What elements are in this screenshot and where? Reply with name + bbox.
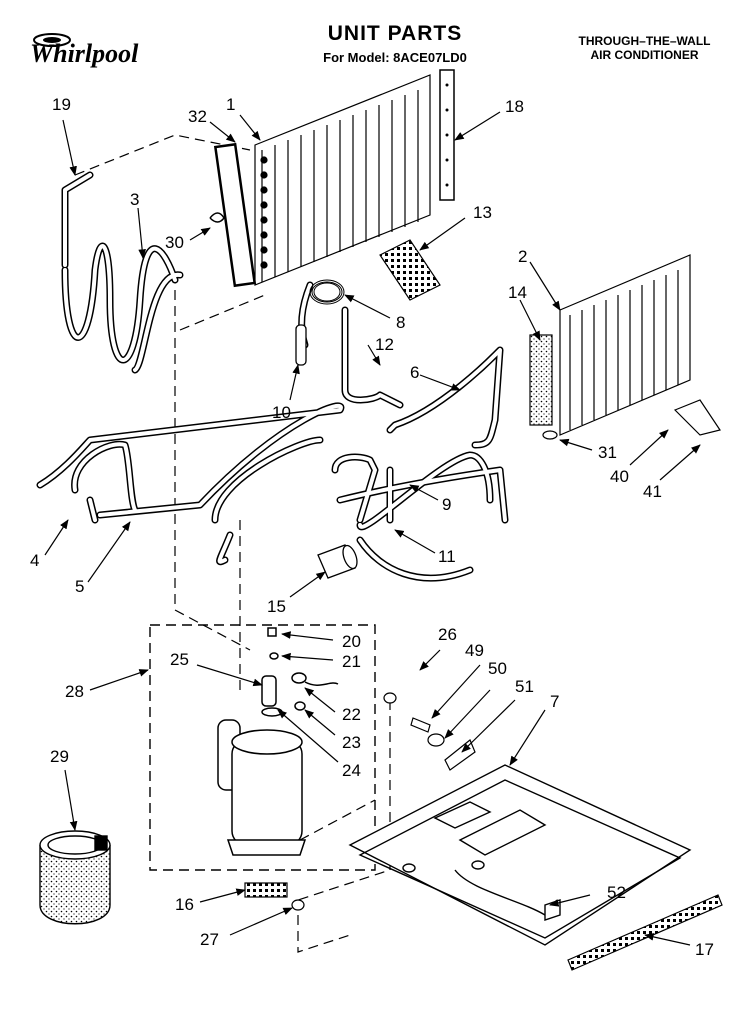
- seal-roll: [39, 830, 111, 925]
- capillary-tube: [309, 279, 345, 305]
- model-subtitle: For Model: 8ACE07LD0: [323, 50, 467, 65]
- compressor: [217, 627, 339, 856]
- callout-25: 25: [170, 650, 189, 669]
- compressor-assembly-box: [149, 624, 376, 871]
- callout-4: 4: [30, 551, 39, 570]
- callout-24: 24: [342, 761, 361, 780]
- callout-11: 11: [438, 547, 456, 566]
- callout-1: 1: [226, 95, 235, 114]
- callout-13: 13: [473, 203, 492, 222]
- clip-part-30: [209, 212, 225, 223]
- callout-52: 52: [607, 883, 626, 902]
- callout-41: 41: [643, 482, 662, 501]
- callout-32: 32: [188, 107, 207, 126]
- evaporator-coil: [559, 254, 691, 436]
- product-type-line-2: AIR CONDITIONER: [590, 48, 699, 62]
- coil-gasket: [213, 142, 257, 288]
- callout-30: 30: [165, 233, 184, 252]
- drain-parts: [410, 717, 476, 771]
- bracket-holes: [445, 83, 449, 187]
- logo-swoosh-icon: Whirlpool: [30, 33, 139, 68]
- callout-18: 18: [505, 97, 524, 116]
- product-type-line-1: THROUGH–THE–WALL: [578, 34, 711, 48]
- callout-50: 50: [488, 659, 507, 678]
- callout-51: 51: [515, 677, 534, 696]
- drain-screen: [379, 239, 441, 301]
- assembly-dashed-lines: [74, 134, 391, 953]
- callout-14: 14: [508, 283, 527, 302]
- callout-49: 49: [465, 641, 484, 660]
- callout-26: 26: [438, 625, 457, 644]
- callout-6: 6: [410, 363, 419, 382]
- page-title: UNIT PARTS: [327, 22, 463, 45]
- callout-21: 21: [342, 652, 361, 671]
- callout-16: 16: [175, 895, 194, 914]
- compressor-pad: [244, 882, 288, 898]
- callout-12: 12: [375, 335, 394, 354]
- condenser-coil: [254, 74, 431, 286]
- callout-2: 2: [518, 247, 527, 266]
- product-type: THROUGH–THE–WALL AIR CONDITIONER: [552, 34, 737, 62]
- grommet-26: [383, 692, 397, 704]
- callout-9: 9: [442, 495, 451, 514]
- cap-part-31: [542, 430, 558, 440]
- callout-15: 15: [267, 597, 286, 616]
- callout-3: 3: [130, 190, 139, 209]
- callout-8: 8: [396, 313, 405, 332]
- callout-19: 19: [52, 95, 71, 114]
- whirlpool-logo: Whirlpool: [30, 28, 165, 75]
- callout-5: 5: [75, 577, 84, 596]
- callout-23: 23: [342, 733, 361, 752]
- callout-31: 31: [598, 443, 617, 462]
- grommet-27: [291, 899, 305, 911]
- refrigerant-tubing: [36, 171, 509, 582]
- bracket-clip: [673, 399, 721, 436]
- callout-7: 7: [550, 692, 559, 711]
- insulation-sleeve: [317, 544, 358, 579]
- callout-29: 29: [50, 747, 69, 766]
- foam-strip: [567, 894, 723, 971]
- callout-22: 22: [342, 705, 361, 724]
- callout-17: 17: [695, 940, 714, 959]
- callout-28: 28: [65, 682, 84, 701]
- strainer: [295, 324, 307, 366]
- evaporator-panel: [529, 334, 553, 426]
- callout-40: 40: [610, 467, 629, 486]
- base-pan: [348, 764, 692, 946]
- callout-27: 27: [200, 930, 219, 949]
- leader-arrows: [44, 111, 701, 946]
- callout-labels: 19 32 1 18 3 30 13 2 14 8 12 6 10 31 40 …: [30, 95, 714, 959]
- brand-name: Whirlpool: [30, 39, 139, 68]
- callout-10: 10: [272, 403, 291, 422]
- callout-20: 20: [342, 632, 361, 651]
